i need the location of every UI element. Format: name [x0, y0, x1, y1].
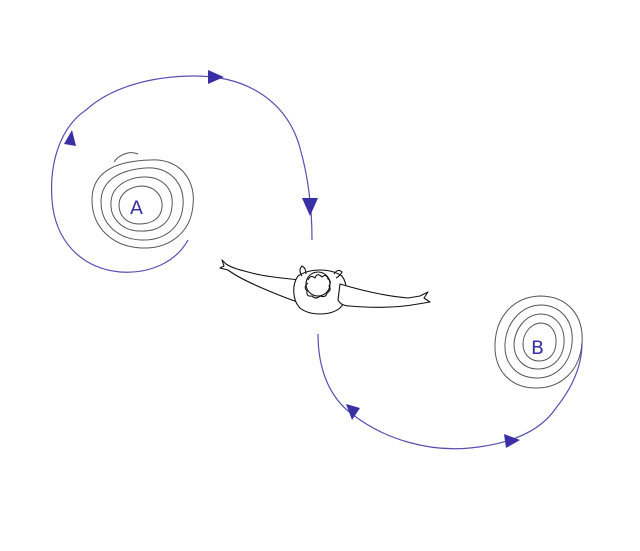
figure-shoulder-right — [333, 269, 343, 279]
figure-left-arm — [219, 259, 305, 305]
path-upper — [50, 75, 313, 273]
label-a: A — [130, 197, 143, 219]
arrow-icon-3 — [302, 198, 318, 216]
label-b: B — [531, 337, 544, 359]
contour-a-ring-2 — [100, 167, 184, 241]
arrow-icon-1 — [64, 130, 76, 146]
path-upper-spiral-tail — [119, 239, 189, 273]
arrow-icon-4 — [346, 404, 360, 420]
contour-a-ring-5 — [113, 152, 139, 163]
contour-b-ring-4 — [522, 322, 557, 362]
figure-right-arm — [337, 283, 431, 308]
contour-b-ring-2 — [504, 304, 573, 379]
figure-hair — [304, 274, 331, 299]
figure-shoulder-left — [299, 265, 307, 277]
arrow-icon-2 — [208, 70, 224, 84]
path-lower — [317, 333, 583, 450]
contour-a-ring-4 — [118, 185, 163, 225]
contour-a-ring-3 — [110, 176, 173, 232]
contour-b-ring-1 — [494, 295, 583, 389]
arrow-icon-5 — [504, 434, 520, 448]
figure-icon — [219, 259, 431, 315]
contour-a-ring-1 — [91, 159, 194, 249]
contour-a — [91, 152, 194, 249]
contour-b-ring-3 — [513, 313, 565, 370]
contour-b — [494, 295, 583, 389]
